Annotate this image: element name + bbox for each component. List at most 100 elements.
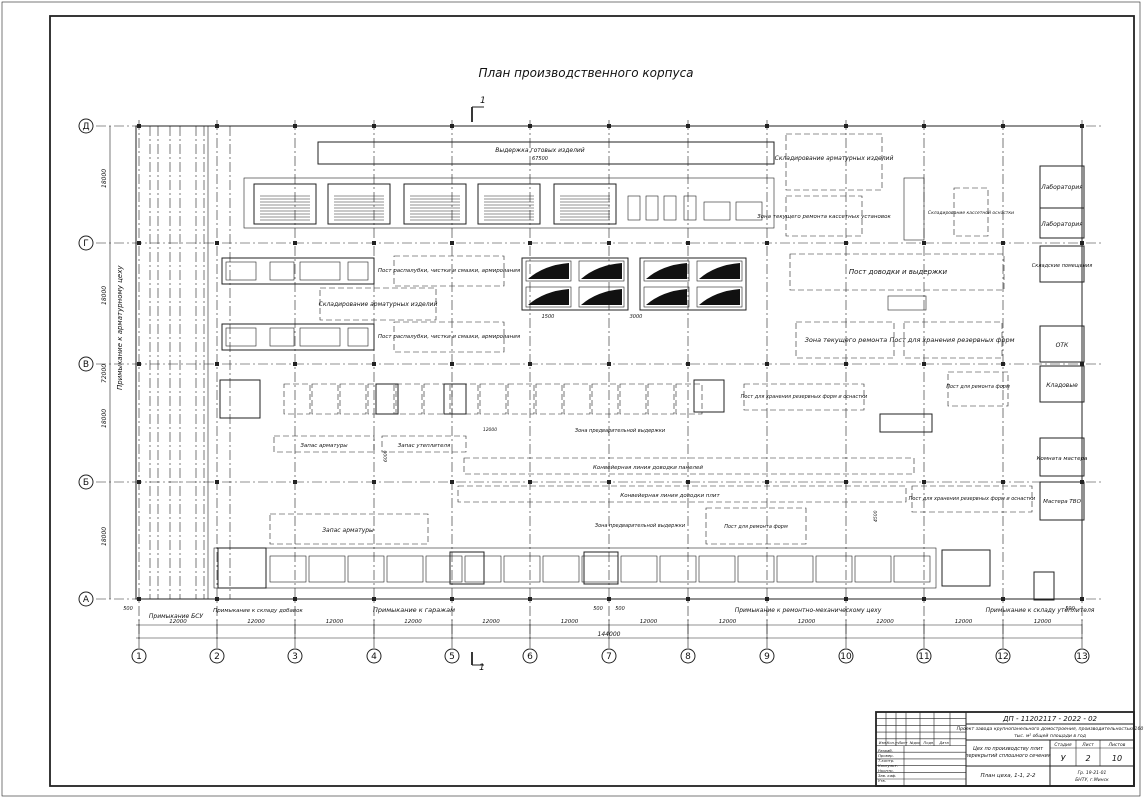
cassette-gear-label: Складирование кассетной оснастки: [928, 210, 1014, 216]
tb-role-4: Нконтр.: [878, 768, 894, 773]
axis-bubble-num-5: [522, 648, 538, 664]
current-repair-label: Зона текущего ремонта: [805, 336, 888, 344]
left-dim-1: 18000: [101, 169, 108, 188]
axis-bubble-2: [78, 356, 94, 372]
reserve-forms-mid: [743, 383, 865, 411]
axis-number-12: 13: [1076, 652, 1087, 662]
stack-group: [627, 195, 763, 221]
bottom-dim-6: 12000: [640, 619, 658, 625]
axis-number-5: 6: [527, 652, 533, 662]
dim-4500: 4500: [873, 510, 879, 522]
rebar-storage-top-label: Складирование арматурных изделий: [775, 155, 894, 162]
cart-2: [879, 413, 933, 433]
left-dim-5: 18000: [101, 527, 108, 546]
bottom-dim-9: 12000: [876, 619, 894, 625]
sheets-value: 10: [1112, 754, 1122, 763]
storerooms-label: Кладовые: [1046, 382, 1078, 389]
left-dim-2: 18000: [101, 286, 108, 305]
rebar-storage-mid-label: Складирование арматурных изделий: [319, 301, 438, 308]
axis-number-9: 10: [840, 652, 852, 662]
bottom-dim-4: 12000: [482, 619, 500, 625]
rebar-storage-mid: [319, 287, 437, 321]
cassette-repair-zone: [785, 195, 863, 237]
otk-label: ОТК: [1056, 342, 1069, 349]
section-number-bottom: 1: [479, 663, 485, 673]
end-box: [941, 549, 991, 587]
section-number-top: 1: [480, 96, 486, 106]
tb-head-0: Изм.: [879, 741, 887, 745]
left-crane-rails: [149, 126, 231, 599]
sheet-header: Лист: [1081, 742, 1094, 748]
storage-band-dim: 67500: [532, 156, 548, 162]
section-mark-bottom: 1: [471, 652, 485, 673]
tb-head-2: Лист: [897, 741, 908, 745]
dim-3000: 3000: [630, 314, 643, 320]
master-label: Мастера ТВО: [1043, 499, 1081, 505]
sheets-header: Листов: [1108, 742, 1126, 748]
axis-number-1: 2: [214, 652, 220, 662]
edge-dim-3: 500: [615, 606, 625, 612]
sheet-title-1: Цех по производству плит: [973, 746, 1044, 752]
axis-letter-4: А: [83, 595, 90, 605]
repair-post-low: [705, 507, 807, 545]
panel-line: [463, 457, 915, 475]
dim-12000: 12000: [483, 427, 497, 433]
note-insulation: Примыкание к складу утеплителя: [986, 607, 1095, 614]
rebar-supply-low: [269, 513, 429, 545]
tb-head-1: Кол.уч: [887, 741, 899, 745]
pre-hold-top-label: Зона предварительной выдержки: [575, 428, 666, 434]
axis-bubble-0: [78, 118, 94, 134]
rebar-supply-label: Запас арматуры: [300, 443, 348, 449]
axis-number-7: 8: [685, 652, 691, 662]
lab-2-label: Лаборатория: [1040, 221, 1083, 228]
sheet-title-2: перекрытий сплошного сечения: [965, 753, 1051, 759]
cassette-gear-storage: [953, 187, 989, 237]
sheet-value: 2: [1085, 754, 1090, 763]
bottom-dim-1: 12000: [247, 619, 265, 625]
tb-head-4: Подп.: [924, 741, 935, 745]
reserve-forms-label: Пост для хранения резервных форм: [890, 336, 1015, 344]
project-line-1: Проект завода крупнопанельного домострое…: [957, 726, 1144, 732]
axis-bubble-3: [78, 474, 94, 490]
tb-role-0: Разраб.: [878, 748, 893, 753]
axis-letter-1: Г: [83, 239, 89, 249]
left-dim-3: 72000: [101, 364, 108, 383]
tool-storage-label: Складские помещения: [1032, 263, 1092, 269]
left-dimension-chain: 18000 18000 72000 18000 18000: [101, 126, 111, 599]
axis-bubble-4: [78, 591, 94, 607]
bottom-dim-7: 12000: [719, 619, 737, 625]
bottom-dim-10: 12000: [955, 619, 973, 625]
axis-bubble-num-2: [287, 648, 303, 664]
bottom-dim-5: 12000: [561, 619, 579, 625]
rebar-storage-top: [785, 133, 883, 191]
doc-code: ДП - 11202117 - 2022 - 02: [1002, 715, 1098, 723]
note-repair: Примыкание к ремонтно-механическому цеху: [735, 607, 882, 614]
axis-bubble-num-1: [209, 648, 225, 664]
bottom-dim-2: 12000: [326, 619, 344, 625]
axis-letter-0: Д: [82, 122, 89, 132]
hoist: [1033, 571, 1055, 601]
post-b: [393, 321, 505, 353]
cassette-zone: [243, 177, 775, 229]
rebar-supply-low-label: Запас арматуры: [322, 527, 374, 534]
repair-post-right-label: Пост для ремонта форм: [946, 384, 1010, 390]
panel-conveyor-row: [219, 379, 725, 419]
axis-number-4: 5: [449, 652, 455, 662]
stage-value: У: [1061, 754, 1067, 763]
org-line-1: Гр. 19-21-01: [1078, 770, 1107, 776]
insulation-supply-label: Запас утеплителя: [398, 443, 451, 449]
axis-letter-2: В: [83, 360, 89, 370]
axis-bubble-num-12: [1074, 648, 1090, 664]
finish-post: [789, 253, 1005, 291]
axis-number-6: 7: [606, 652, 612, 662]
current-repair-zone: [795, 321, 895, 359]
axis-bubble-num-11: [995, 648, 1011, 664]
axis-number-0: 1: [136, 652, 142, 662]
left-dim-4: 18000: [101, 409, 108, 428]
post-a-label: Пост распалубки, чистки и смазки, армиро…: [378, 268, 521, 274]
edge-dim-2: 500: [593, 606, 603, 612]
stage-header: Стадия: [1054, 742, 1072, 748]
